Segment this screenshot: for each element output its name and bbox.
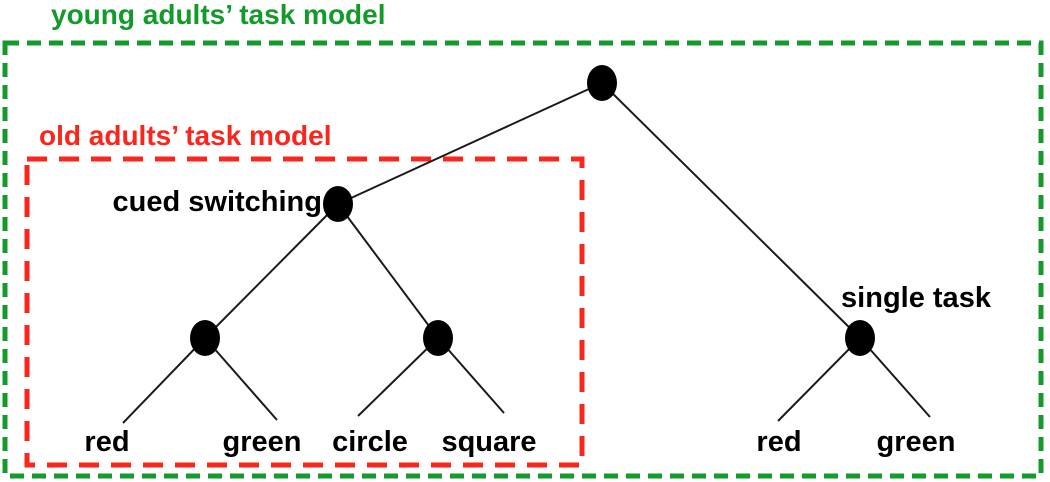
edge-cued-shape: [337, 203, 439, 339]
label-cued-switching: cued switching: [113, 186, 322, 218]
edge-root-cued: [337, 82, 603, 205]
leaf-label-green-1: green: [223, 426, 302, 458]
color-subtask-node: [190, 320, 220, 356]
edge-shape-circle: [357, 337, 439, 417]
leaf-label-circle: circle: [332, 426, 408, 458]
old-adults-box-title: old adults’ task model: [39, 120, 332, 151]
leaf-label-red-1: red: [84, 426, 129, 458]
single-task-node: [845, 320, 875, 356]
leaf-label-red-2: red: [756, 426, 801, 458]
cued-switching-node: [323, 186, 353, 222]
young-adults-box-title: young adults’ task model: [51, 0, 386, 30]
label-single-task: single task: [841, 282, 992, 314]
edge-single-red: [777, 337, 861, 422]
root-node: [587, 65, 617, 101]
edge-single-green: [859, 337, 931, 418]
edge-color-green: [204, 337, 278, 421]
young-adults-model-box: [2, 40, 1044, 479]
edge-shape-square: [437, 337, 505, 414]
shape-subtask-node: [423, 320, 453, 356]
leaf-label-green-2: green: [877, 426, 956, 458]
edge-root-single: [601, 82, 861, 339]
leaf-label-square: square: [441, 426, 536, 458]
old-adults-model-box: [24, 156, 585, 468]
edge-cued-color: [204, 203, 339, 339]
edge-color-red: [122, 337, 206, 424]
